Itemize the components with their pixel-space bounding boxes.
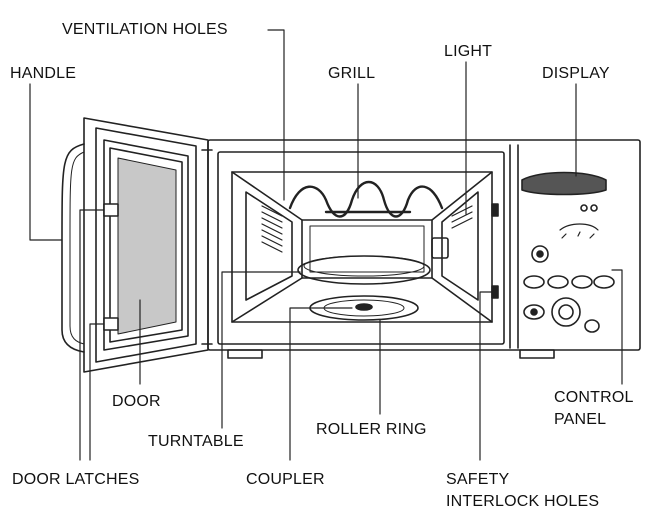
label-control-line1: CONTROL [554,389,634,406]
interlock-hole-lower [491,285,499,299]
grill-element [288,181,444,218]
leader-lines [29,29,623,461]
door-latch-upper [103,203,119,217]
label-handle: HANDLE [10,65,77,82]
door-latch-lower [103,317,119,331]
label-turntable: TURNTABLE [148,433,244,450]
label-roller-ring: ROLLER RING [316,421,427,438]
oven-cavity [231,171,493,323]
label-grill: GRILL [328,65,376,82]
light-housing [431,237,449,259]
label-light: LIGHT [444,43,493,60]
label-door-latches: DOOR LATCHES [12,471,140,488]
label-display: DISPLAY [542,65,610,82]
control-panel [521,171,615,333]
oven-door [83,117,209,373]
label-control-line2: PANEL [554,411,607,428]
door-window [117,157,177,335]
door-handle [61,143,85,353]
oven-body [207,139,641,359]
label-coupler: COUPLER [246,471,325,488]
label-ventilation-holes: VENTILATION HOLES [62,21,228,38]
turntable-plate [297,255,431,285]
interlock-hole-upper [491,203,499,217]
ventilation-holes-left [261,205,283,253]
label-door: DOOR [112,393,161,410]
label-safety-line2: INTERLOCK HOLES [446,493,600,510]
display-window [521,171,607,196]
label-safety-line1: SAFETY [446,471,510,488]
coupler [355,303,373,311]
ventilation-holes-right [451,205,473,229]
